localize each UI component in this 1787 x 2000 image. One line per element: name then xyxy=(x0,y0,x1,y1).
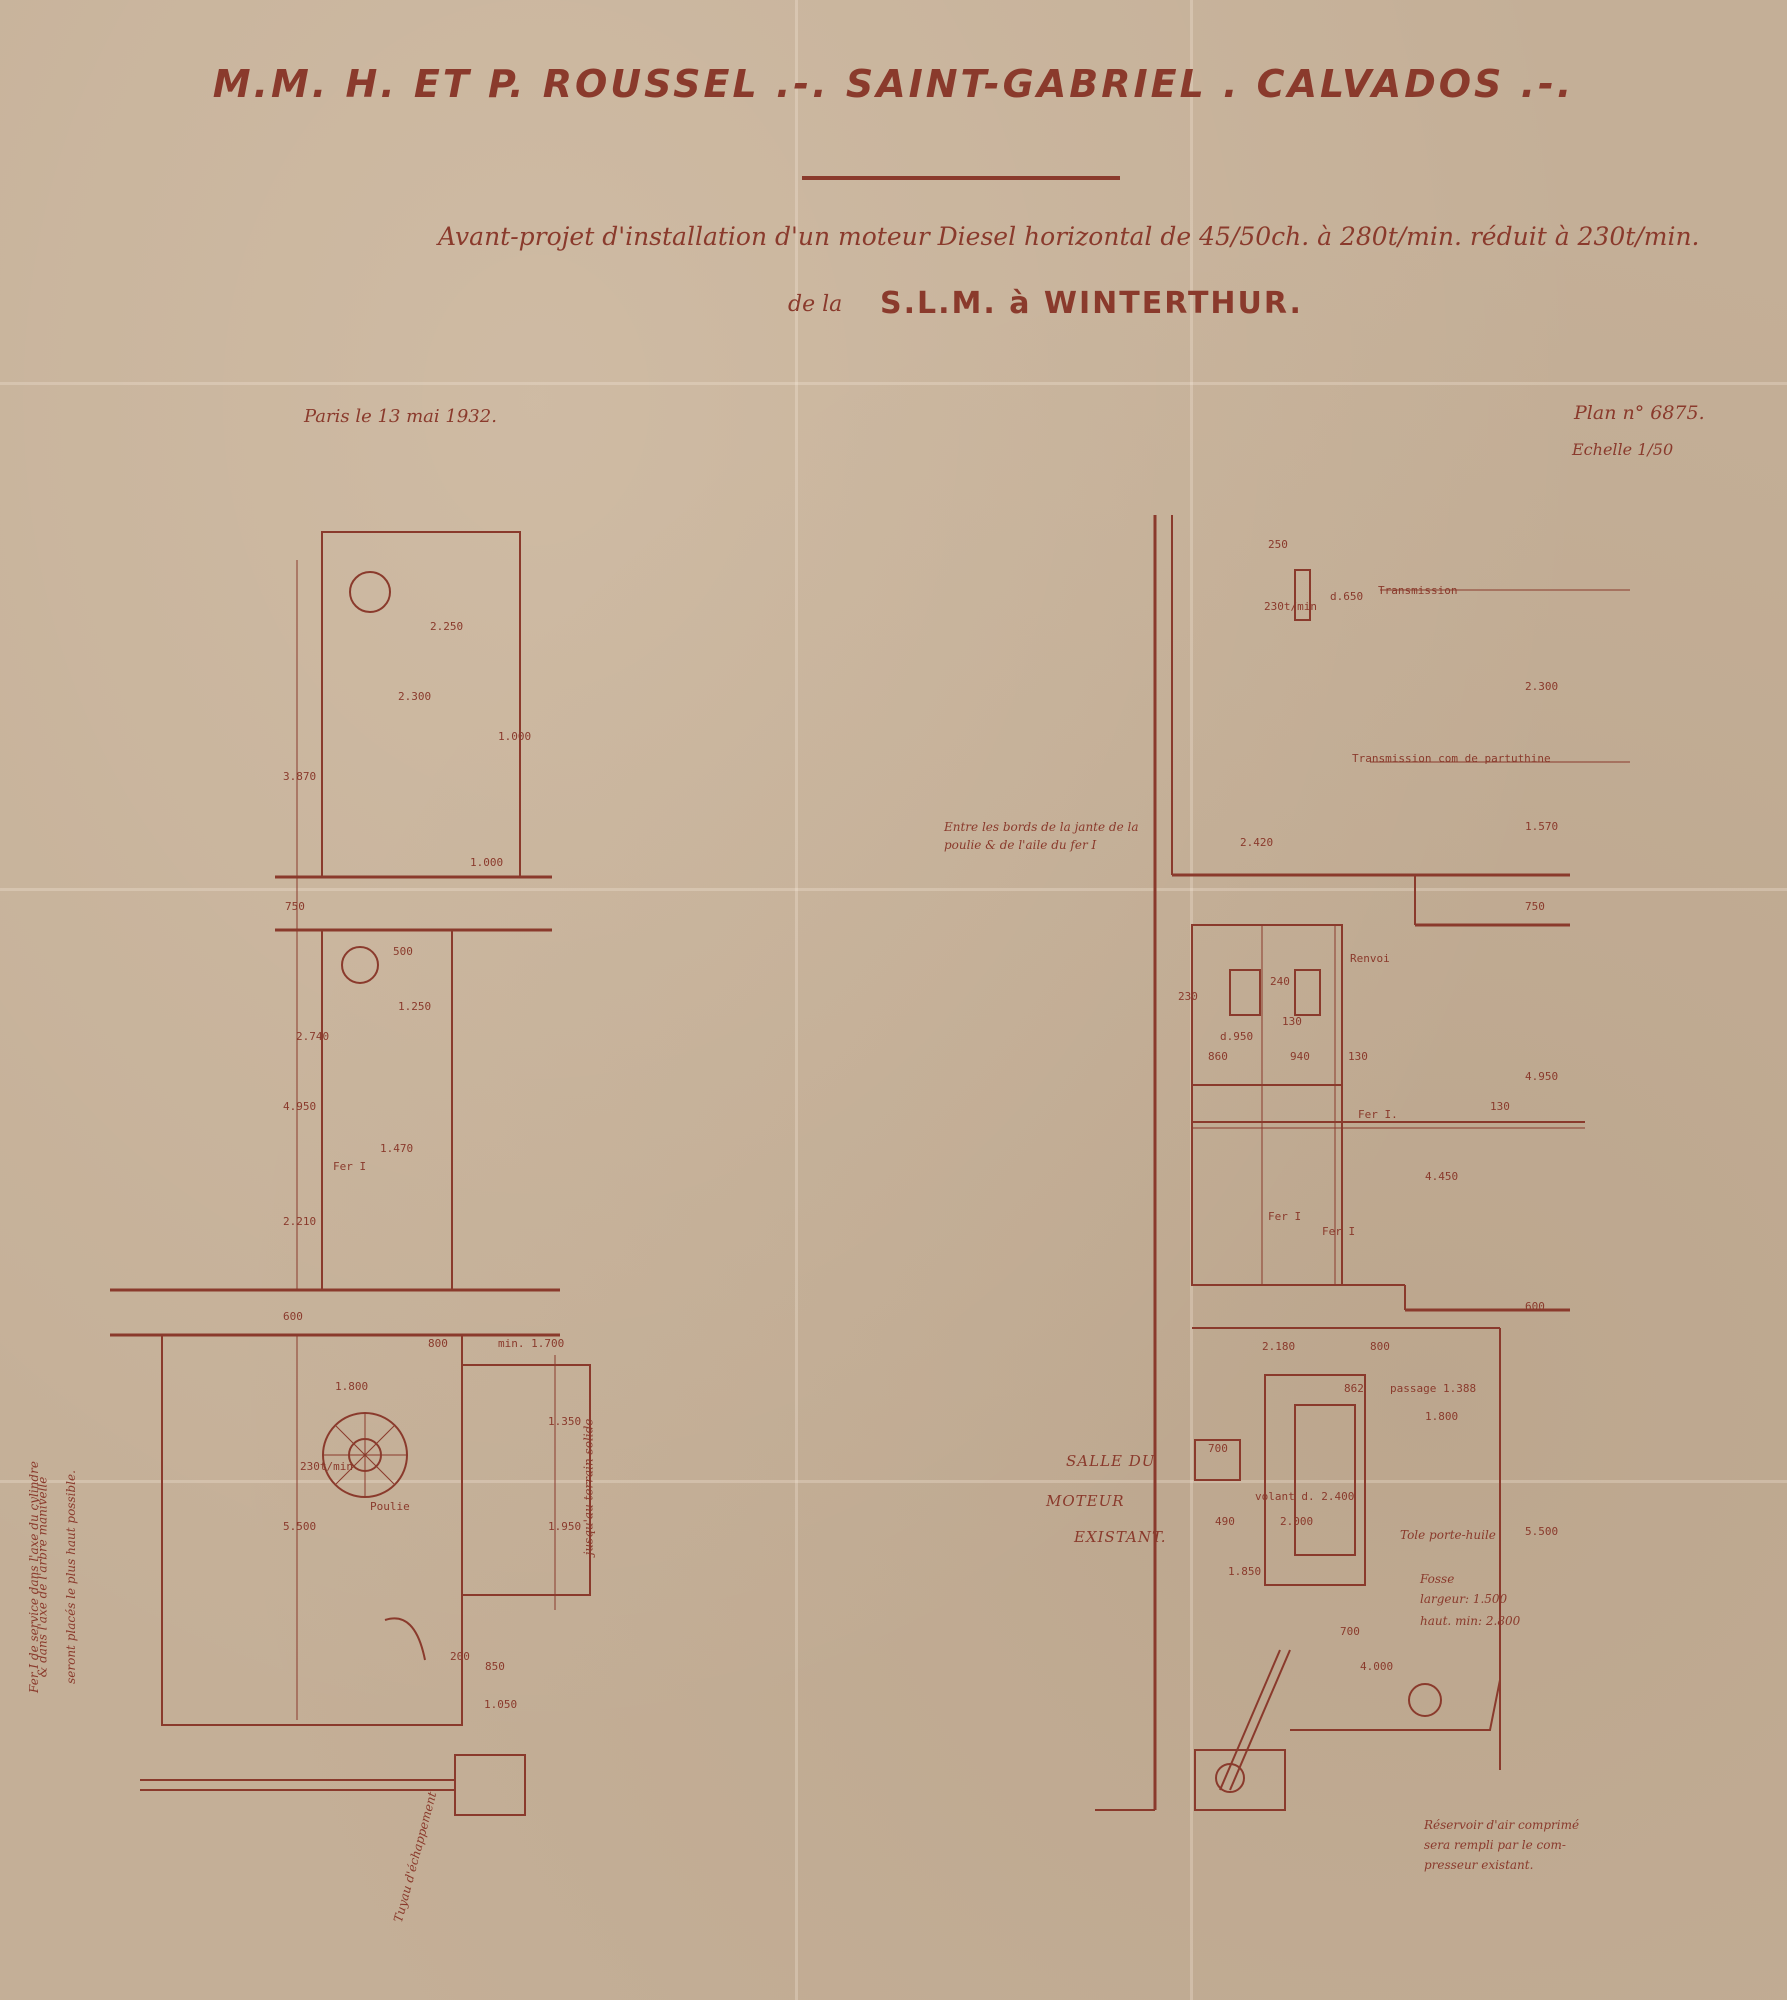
right-label: Fer I xyxy=(1268,1210,1301,1223)
dim-right: 230 xyxy=(1178,990,1198,1003)
note-entre: Entre les bords de la jante de la poulie… xyxy=(944,820,1139,852)
dim-right: 5.500 xyxy=(1525,1525,1558,1538)
dim-right: 130 xyxy=(1348,1050,1368,1063)
dim-right: 230t/min xyxy=(1264,600,1317,613)
dim-right: 700 xyxy=(1340,1625,1360,1638)
date: Paris le 13 mai 1932. xyxy=(304,406,497,427)
dim-right: 4.950 xyxy=(1525,1070,1558,1083)
dim-left: Fer I xyxy=(333,1160,366,1173)
dim-right: d.950 xyxy=(1220,1030,1253,1043)
dim-left: 1.050 xyxy=(484,1698,517,1711)
salle-line1: SALLE DU xyxy=(1066,1452,1156,1470)
dim-left: 2.740 xyxy=(296,1030,329,1043)
dim-right: 700 xyxy=(1208,1442,1228,1455)
dim-right: 240 xyxy=(1270,975,1290,988)
fosse-line1: Fosse xyxy=(1420,1572,1455,1586)
dim-right: 750 xyxy=(1525,900,1545,913)
dim-right: 1.800 xyxy=(1425,1410,1458,1423)
dim-left: 2.210 xyxy=(283,1215,316,1228)
dim-right: 4.450 xyxy=(1425,1170,1458,1183)
dim-left: 500 xyxy=(393,945,413,958)
dim-right: 2.180 xyxy=(1262,1340,1295,1353)
right-label: Transmission com de partuthine xyxy=(1352,752,1551,765)
dim-left: 1.350 xyxy=(548,1415,581,1428)
dim-right: 862 xyxy=(1344,1382,1364,1395)
subtitle-line1: Avant-projet d'installation d'un moteur … xyxy=(438,222,1700,251)
dim-left: 750 xyxy=(285,900,305,913)
dim-right: volant d. 2.400 xyxy=(1255,1490,1354,1503)
dim-left: 1.250 xyxy=(398,1000,431,1013)
fosse-line2: largeur: 1.500 xyxy=(1420,1592,1508,1606)
right-label: Renvoi xyxy=(1350,952,1390,965)
reservoir-line3: presseur existant. xyxy=(1424,1858,1534,1872)
dim-left: 800 xyxy=(428,1337,448,1350)
reservoir-line2: sera rempli par le com- xyxy=(1424,1838,1566,1852)
fold-line xyxy=(0,382,1787,385)
dim-right: 1.570 xyxy=(1525,820,1558,833)
engine-frame xyxy=(1264,1374,1366,1586)
fold-line xyxy=(0,888,1787,891)
dim-left: 2.300 xyxy=(398,690,431,703)
dim-left: 230t/min xyxy=(300,1460,353,1473)
salle-line3: EXISTANT. xyxy=(1074,1528,1167,1546)
fold-line xyxy=(795,0,798,2000)
dim-left: 1.950 xyxy=(548,1520,581,1533)
dim-right: 2.300 xyxy=(1525,680,1558,693)
reservoir-line1: Réservoir d'air comprimé xyxy=(1424,1818,1580,1832)
dim-right: 600 xyxy=(1525,1300,1545,1313)
dim-left: 5.500 xyxy=(283,1520,316,1533)
scale: Echelle 1/50 xyxy=(1572,440,1674,459)
dim-left: 850 xyxy=(485,1660,505,1673)
dim-left: 600 xyxy=(283,1310,303,1323)
dim-left: 1.800 xyxy=(335,1380,368,1393)
dim-right: 4.000 xyxy=(1360,1660,1393,1673)
dim-right: 860 xyxy=(1208,1050,1228,1063)
subtitle-prefix: de la xyxy=(788,292,843,317)
dim-right: 800 xyxy=(1370,1340,1390,1353)
right-label: Fer I xyxy=(1322,1225,1355,1238)
dim-right: 2.420 xyxy=(1240,836,1273,849)
dim-right: 2.000 xyxy=(1280,1515,1313,1528)
dim-left: Poulie xyxy=(370,1500,410,1513)
dim-left: 1.470 xyxy=(380,1142,413,1155)
dim-right: d.650 xyxy=(1330,590,1363,603)
dim-right: 250 xyxy=(1268,538,1288,551)
tole-label: Tole porte-huile xyxy=(1400,1528,1496,1542)
subtitle-line2: S.L.M. à WINTERTHUR. xyxy=(880,286,1303,321)
dim-left: 4.950 xyxy=(283,1100,316,1113)
dim-left: 200 xyxy=(450,1650,470,1663)
dim-left: 3.870 xyxy=(283,770,316,783)
fold-line xyxy=(0,1480,1787,1483)
fosse-line3: haut. min: 2.800 xyxy=(1420,1614,1521,1628)
page-title: M.M. H. ET P. ROUSSEL .-. SAINT-GABRIEL … xyxy=(212,62,1575,106)
dim-left: min. 1.700 xyxy=(498,1337,564,1350)
right-label: Transmission xyxy=(1378,584,1457,597)
right-label: Fer I. xyxy=(1358,1108,1398,1121)
title-underline xyxy=(802,176,1120,180)
left-middle-room xyxy=(321,929,453,1291)
dim-right: 490 xyxy=(1215,1515,1235,1528)
dim-left: 1.000 xyxy=(498,730,531,743)
dim-left: 2.250 xyxy=(430,620,463,633)
salle-line2: MOTEUR xyxy=(1046,1492,1125,1510)
dim-right: passage 1.388 xyxy=(1390,1382,1476,1395)
dim-right: 130 xyxy=(1490,1100,1510,1113)
dim-right: 130 xyxy=(1282,1015,1302,1028)
dim-right: 940 xyxy=(1290,1050,1310,1063)
plan-number: Plan n° 6875. xyxy=(1574,402,1705,424)
dim-right: 1.850 xyxy=(1228,1565,1261,1578)
dim-left: 1.000 xyxy=(470,856,503,869)
